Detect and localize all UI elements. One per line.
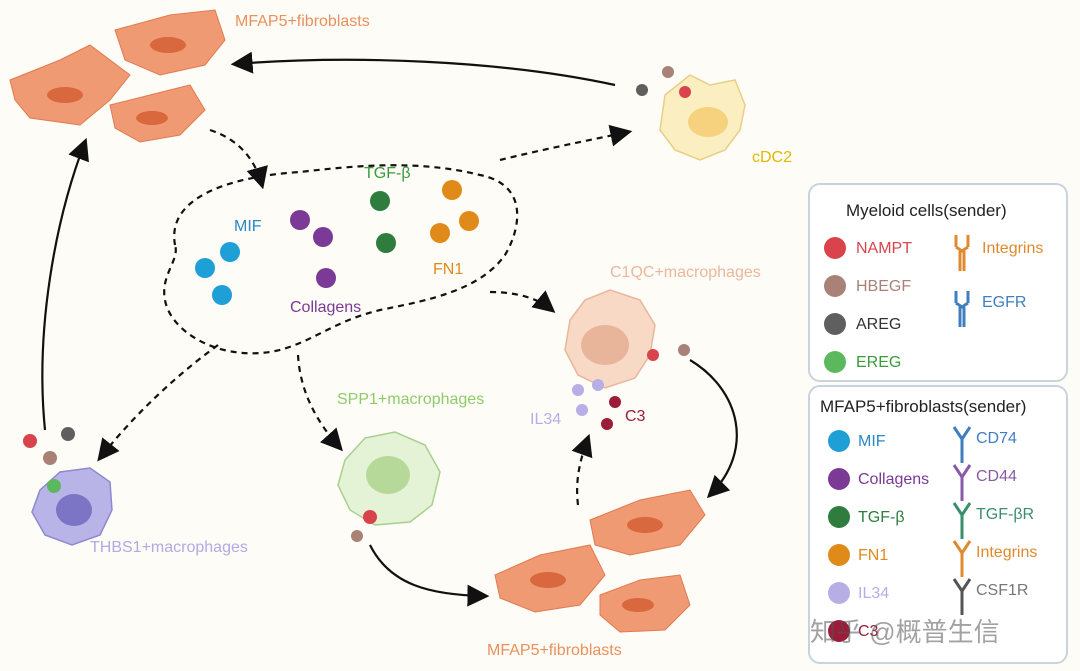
fn1-dots (430, 180, 479, 243)
arrows (41, 51, 738, 607)
legend-cd74: CD74 (976, 430, 1017, 447)
il34-dot (828, 582, 850, 604)
legend-cd44: CD44 (976, 468, 1017, 485)
nampt-dot (824, 237, 846, 259)
label-fn1: FN1 (433, 261, 464, 278)
label-c1qc: C1QC+macrophages (610, 264, 761, 281)
label-mfap5-bottom: MFAP5+fibroblasts (487, 642, 622, 659)
cd44-receptor-icon (952, 464, 972, 501)
legend-myeloid-panel: Myeloid cells(sender) NAMPT HBEGF AREG E… (808, 183, 1068, 382)
label-spp1: SPP1+macrophages (337, 391, 485, 408)
legend-hbegf: HBEGF (856, 278, 912, 295)
mif-dot (828, 430, 850, 452)
label-thbs1: THBS1+macrophages (90, 539, 248, 556)
label-cdc2: cDC2 (752, 149, 793, 166)
label-mfap5-top: MFAP5+fibroblasts (235, 13, 370, 30)
legend-myeloid-title: Myeloid cells(sender) (846, 201, 1007, 220)
csf1r-receptor-icon (952, 578, 972, 615)
legend-fibro-integrins: Integrins (976, 544, 1038, 561)
egfr-receptor-icon (954, 291, 970, 327)
spp1-macrophage-cell (337, 431, 441, 542)
thbs1-macrophage-cell (23, 427, 113, 546)
legend-tgfb: TGF-β (858, 509, 905, 526)
cdc2-cell (636, 66, 746, 161)
mif-dots (195, 242, 240, 305)
collagens-dot (828, 468, 850, 490)
hbegf-dot (824, 275, 846, 297)
tgfb-dot (828, 506, 850, 528)
legend-mif: MIF (858, 433, 886, 450)
areg-dot (824, 313, 846, 335)
fn1-dot (828, 544, 850, 566)
ligand-cloud (163, 164, 519, 355)
watermark: 知乎 @概普生信 (810, 617, 1000, 647)
tgfbr-receptor-icon (952, 502, 972, 539)
legend-csf1r: CSF1R (976, 582, 1029, 599)
tgfb-dots (370, 191, 396, 253)
integrins-receptor-icon (954, 235, 970, 271)
legend-fibro-title: MFAP5+fibroblasts(sender) (820, 397, 1027, 416)
legend-areg: AREG (856, 316, 902, 333)
legend-il34: IL34 (858, 585, 890, 602)
legend-c3: C3 (858, 623, 879, 640)
fibroblast-cluster-top (9, 9, 226, 143)
legend-tgfbr: TGF-βR (976, 506, 1035, 523)
collagen-dots (290, 210, 336, 288)
cd74-receptor-icon (952, 426, 972, 463)
c3-dot (828, 620, 850, 642)
c1qc-macrophage-cell (564, 289, 690, 430)
legend-fn1: FN1 (858, 547, 889, 564)
label-tgfb: TGF-β (364, 165, 411, 182)
label-mif: MIF (234, 218, 262, 235)
label-c3: C3 (625, 408, 646, 425)
legend-egfr: EGFR (982, 294, 1027, 311)
ereg-dot (824, 351, 846, 373)
fibroblast-cluster-bottom (494, 489, 706, 633)
label-il34: IL34 (530, 411, 562, 428)
legend-fibro-panel: MFAP5+fibroblasts(sender) MIF Collagens … (808, 385, 1068, 664)
legend-nampt: NAMPT (856, 240, 912, 257)
label-collagens: Collagens (290, 299, 362, 316)
fibro-integrins-receptor-icon (952, 540, 972, 577)
legend-collagens: Collagens (858, 471, 930, 488)
legend-ereg: EREG (856, 354, 902, 371)
legend-myeloid-integrins: Integrins (982, 240, 1044, 257)
